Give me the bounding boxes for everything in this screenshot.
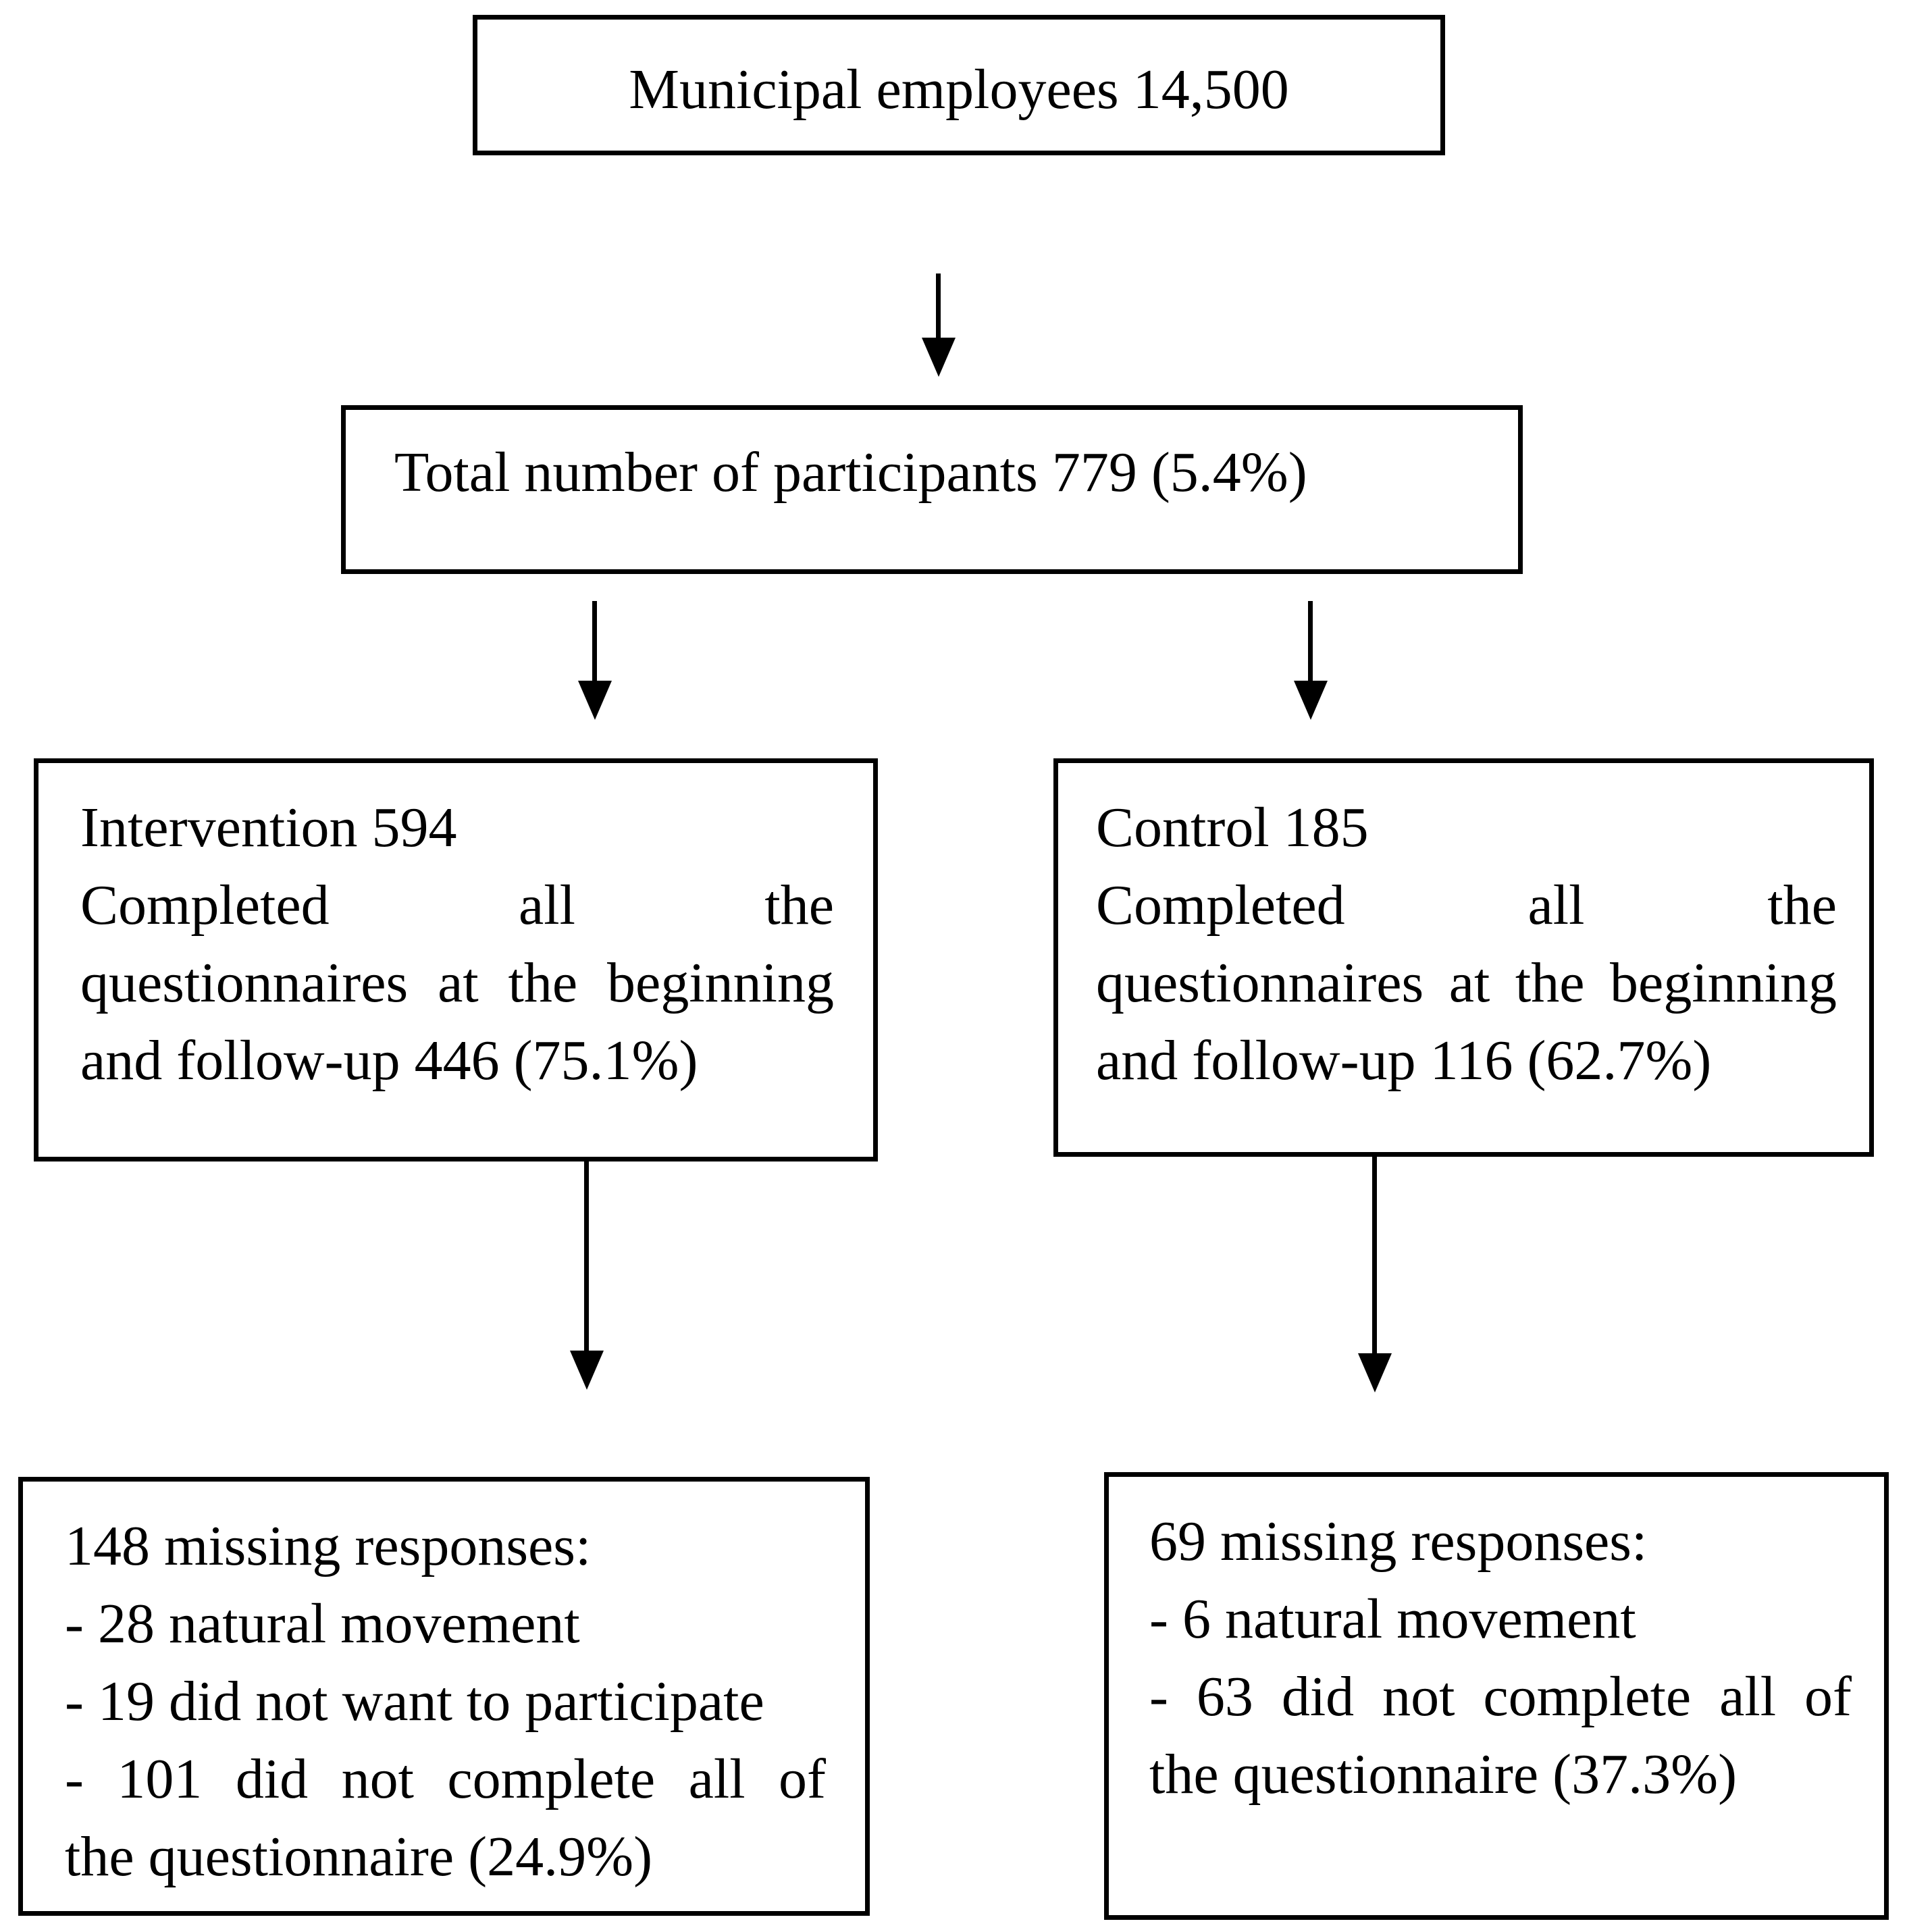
node-municipal-employees-text: Municipal employees 14,500	[629, 57, 1289, 121]
node-total-participants: Total number of participants 779 (5.4%)	[341, 405, 1523, 574]
text-line: Control 185	[1096, 796, 1369, 859]
text-line: - 28 natural movement	[65, 1592, 580, 1655]
node-control: Control 185 Completed all the questionna…	[1053, 758, 1874, 1157]
text-line: 69 missing responses:	[1149, 1510, 1648, 1573]
arrow-stem	[592, 601, 597, 683]
arrow-head-icon	[570, 1351, 604, 1390]
text-line: - 63 did not complete all of	[1149, 1665, 1852, 1728]
arrow-head-icon	[922, 338, 956, 377]
text-line: - 19 did not want to participate	[65, 1670, 764, 1733]
node-control-missing-responses: 69 missing responses: - 6 natural moveme…	[1104, 1472, 1889, 1920]
arrow-head-icon	[1294, 681, 1328, 720]
text-line: and follow-up 446 (75.1%)	[80, 1029, 698, 1092]
arrow-stem	[1372, 1156, 1377, 1355]
text-line: - 101 did not complete all of	[65, 1748, 826, 1810]
text-line: the questionnaire (37.3%)	[1149, 1743, 1738, 1806]
text-line: Completed all the	[80, 874, 834, 937]
text-line: and follow-up 116 (62.7%)	[1096, 1029, 1712, 1092]
text-line: the questionnaire (24.9%)	[65, 1825, 653, 1888]
text-line: Completed all the	[1096, 874, 1837, 937]
text-line: Intervention 594	[80, 796, 457, 859]
node-total-participants-text: Total number of participants 779 (5.4%)	[394, 441, 1307, 504]
text-line: questionnaires at the beginning	[80, 951, 834, 1014]
arrow-head-icon	[578, 681, 612, 720]
node-intervention-missing-responses: 148 missing responses: - 28 natural move…	[18, 1477, 870, 1916]
arrow-stem	[936, 273, 941, 341]
node-municipal-employees: Municipal employees 14,500	[473, 15, 1445, 155]
text-line: - 6 natural movement	[1149, 1588, 1636, 1650]
arrow-stem	[584, 1160, 589, 1353]
arrow-stem	[1308, 601, 1313, 683]
text-line: 148 missing responses:	[65, 1515, 592, 1577]
arrow-head-icon	[1358, 1353, 1392, 1392]
text-line: questionnaires at the beginning	[1096, 951, 1837, 1014]
node-intervention: Intervention 594 Completed all the quest…	[34, 758, 878, 1161]
